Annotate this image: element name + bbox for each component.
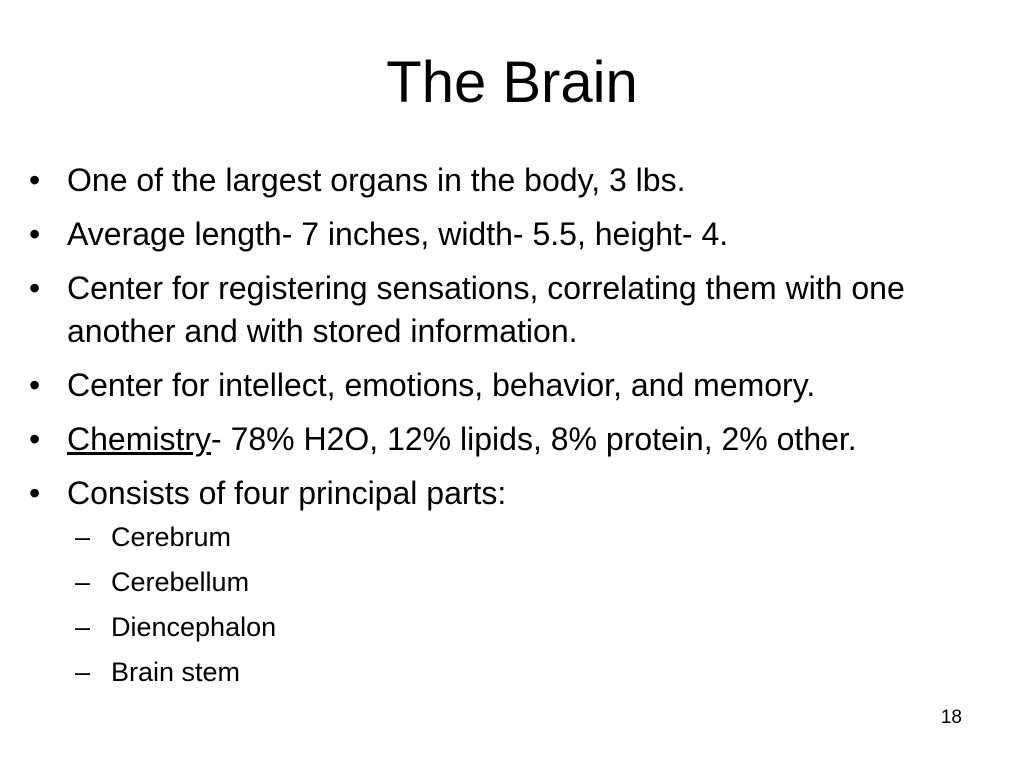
sub-bullet-text: Brain stem (111, 657, 241, 687)
bullet-text: One of the largest organs in the body, 3… (67, 162, 686, 198)
sub-bullet-marker: – (75, 612, 91, 642)
sub-bullet-marker: – (75, 522, 91, 552)
bullet-text: Consists of four principal parts: (67, 475, 507, 511)
bullet-marker: • (29, 475, 41, 511)
bullet-marker: • (29, 367, 41, 403)
sub-bullet-cerebellum: – Cerebellum (29, 564, 1014, 600)
bullet-item-organ-size: • One of the largest organs in the body,… (29, 159, 1014, 202)
bullet-text: Center for intellect, emotions, behavior… (67, 367, 816, 403)
bullet-list: • One of the largest organs in the body,… (29, 159, 1014, 699)
bullet-marker: • (29, 216, 41, 252)
bullet-item-principal-parts: • Consists of four principal parts: (29, 472, 1014, 515)
slide-title: The Brain (386, 50, 638, 115)
sub-bullet-brain-stem: – Brain stem (29, 654, 1014, 690)
sub-bullet-text: Cerebellum (111, 567, 250, 597)
sub-bullet-diencephalon: – Diencephalon (29, 609, 1014, 645)
sub-bullet-cerebrum: – Cerebrum (29, 519, 1014, 555)
bullet-marker: • (29, 162, 41, 198)
bullet-item-dimensions: • Average length- 7 inches, width- 5.5, … (29, 213, 1014, 256)
sub-bullet-text: Diencephalon (111, 612, 277, 642)
bullet-text: Average length- 7 inches, width- 5.5, he… (67, 216, 729, 252)
chemistry-term: Chemistry (67, 421, 212, 457)
bullet-item-intellect: • Center for intellect, emotions, behavi… (29, 364, 1014, 407)
sub-bullet-text: Cerebrum (111, 522, 232, 552)
sub-bullet-marker: – (75, 657, 91, 687)
bullet-marker: • (29, 421, 41, 457)
bullet-text: - 78% H2O, 12% lipids, 8% protein, 2% ot… (211, 421, 857, 457)
bullet-item-chemistry: • Chemistry- 78% H2O, 12% lipids, 8% pro… (29, 418, 1014, 461)
bullet-marker: • (29, 270, 41, 306)
sub-bullet-marker: – (75, 567, 91, 597)
bullet-text: Center for registering sensations, corre… (67, 270, 905, 349)
page-number: 18 (940, 707, 962, 728)
bullet-item-sensations: • Center for registering sensations, cor… (29, 267, 1014, 353)
